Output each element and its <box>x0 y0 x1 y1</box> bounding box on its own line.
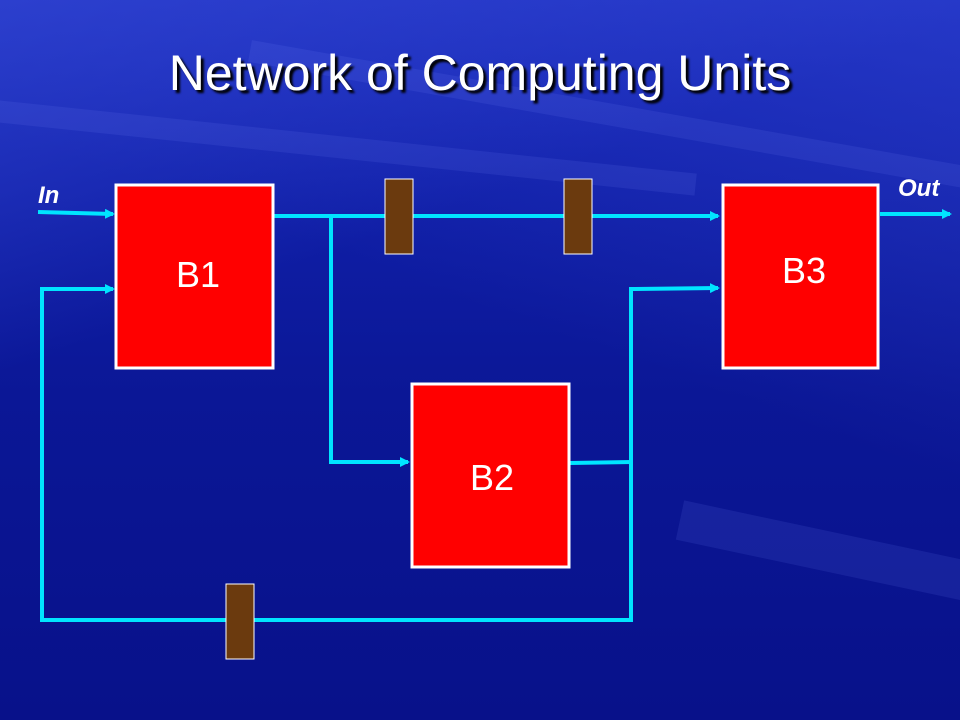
wires <box>37 208 952 622</box>
registers <box>225 178 593 660</box>
feedback-wire <box>40 284 633 622</box>
output-label: Out <box>898 175 940 202</box>
block-b3-label: B3 <box>782 250 826 291</box>
b1-to-b2-wire <box>329 216 410 467</box>
register-1 <box>384 178 414 255</box>
block-b1: B1 <box>114 183 275 370</box>
input-wire <box>37 208 115 219</box>
b2-to-b3-wire <box>629 283 720 462</box>
block-b1-label: B1 <box>176 254 220 295</box>
register-2 <box>563 178 593 255</box>
register-feedback <box>225 583 255 660</box>
input-label: In <box>38 182 59 209</box>
slide-title: Network of Computing Units <box>168 45 792 101</box>
block-b3: B3 <box>721 183 880 370</box>
block-b2-label: B2 <box>470 457 514 498</box>
block-b2: B2 <box>410 382 571 569</box>
b2-output-wire <box>569 460 633 465</box>
